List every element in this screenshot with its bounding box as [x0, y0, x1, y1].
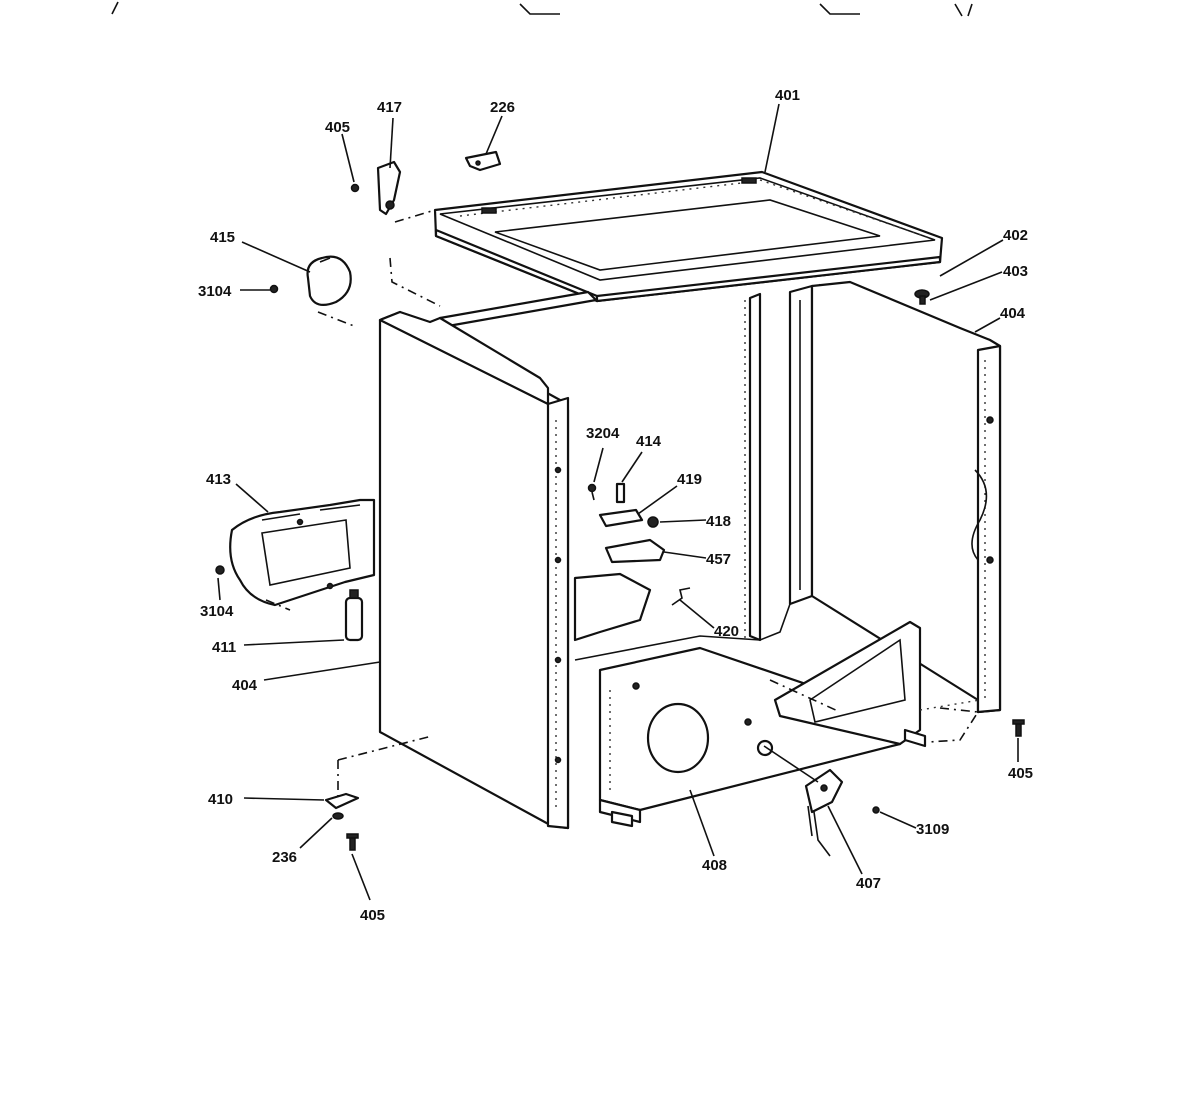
label-413: 413 [206, 471, 231, 488]
bracket-457 [604, 538, 666, 564]
label-226: 226 [490, 99, 515, 116]
terminal-block-407 [804, 768, 844, 857]
label-404-right: 404 [1000, 305, 1026, 322]
bracket-419 [598, 508, 644, 528]
label-419: 419 [677, 471, 702, 488]
right-side-panel [810, 280, 1002, 714]
screw-3109 [872, 806, 880, 814]
thermal-fuse-411 [344, 589, 364, 642]
label-420: 420 [714, 623, 739, 640]
clip-226 [464, 150, 502, 172]
screw-3104-top [269, 284, 279, 294]
label-405-top: 405 [325, 119, 350, 136]
label-408: 408 [702, 857, 727, 874]
screw-405-top [350, 183, 360, 193]
hinge-417 [376, 160, 402, 216]
label-404-left: 404 [232, 677, 258, 694]
top-panel [433, 170, 944, 303]
label-401: 401 [775, 87, 800, 104]
label-410: 410 [208, 791, 233, 808]
label-407: 407 [856, 875, 881, 892]
screw-3204 [587, 483, 597, 501]
label-236: 236 [272, 849, 297, 866]
screw-3104-bottom [215, 565, 225, 575]
washer-236 [332, 812, 344, 820]
vent-plate-415 [306, 255, 352, 307]
label-3104-bottom: 3104 [200, 603, 234, 620]
pin-414 [615, 482, 626, 504]
front-right-brace [773, 620, 981, 748]
label-3109: 3109 [916, 821, 949, 838]
label-411: 411 [212, 639, 236, 656]
label-415: 415 [210, 229, 235, 246]
base-frame [573, 572, 902, 828]
label-3204: 3204 [586, 425, 620, 442]
spring-420 [671, 587, 691, 606]
label-414: 414 [636, 433, 662, 450]
label-402: 402 [1003, 227, 1028, 244]
label-405-right: 405 [1008, 765, 1033, 782]
label-457: 457 [706, 551, 731, 568]
left-side-panel [378, 310, 570, 830]
label-3104-top: 3104 [198, 283, 232, 300]
screw-405-bottom [346, 833, 359, 851]
rear-frame [744, 284, 814, 642]
leader-lines [217, 103, 1019, 901]
label-418: 418 [706, 513, 731, 530]
label-405-bottom: 405 [360, 907, 385, 924]
label-417: 417 [377, 99, 402, 116]
screw-405-right [1012, 719, 1025, 737]
leg-bracket-410 [324, 792, 360, 810]
callout-labels: 401 402 403 404 404 405 405 405 407 408 … [198, 87, 1033, 924]
assembly-lines [265, 209, 980, 796]
top-edge-marks [111, 1, 973, 17]
nut-418 [647, 516, 659, 528]
label-403: 403 [1003, 263, 1028, 280]
cover-plate-413 [229, 498, 376, 607]
foot-403 [914, 289, 930, 305]
